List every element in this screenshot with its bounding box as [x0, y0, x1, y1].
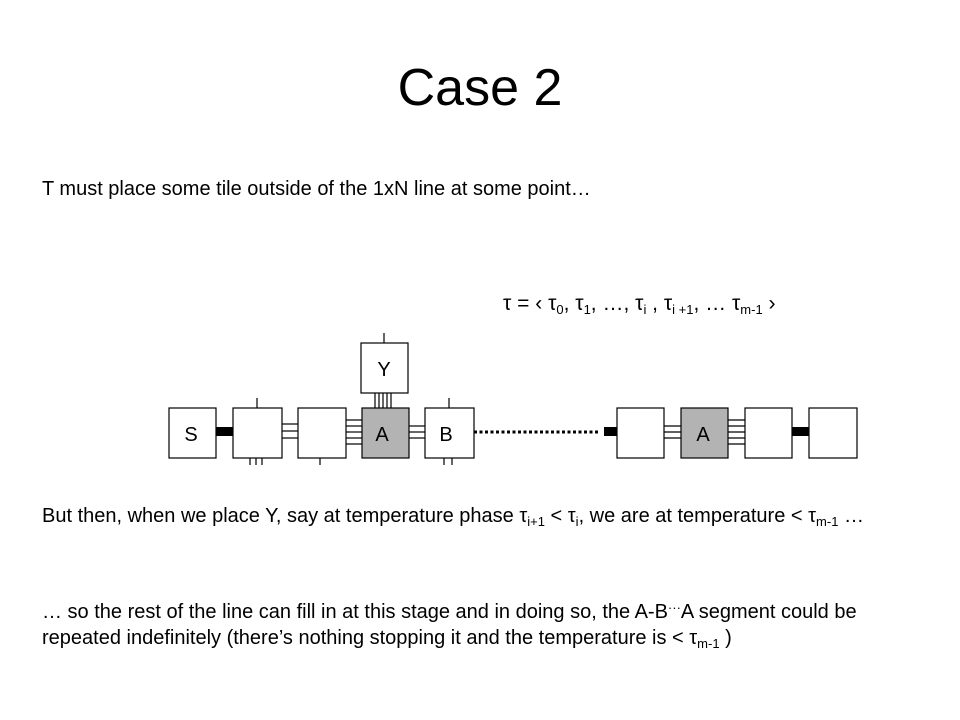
para2-tau3: τ [808, 505, 817, 527]
tile-y-label: Y [377, 359, 390, 381]
glue-right-a [664, 425, 681, 439]
formula-sep2: , …, [590, 292, 636, 315]
formula-t0-sub: 0 [556, 302, 564, 317]
formula-eq: = ‹ [511, 292, 549, 315]
tile-a2-shaded [680, 407, 729, 459]
formula-sep1: , [563, 292, 576, 315]
para2-text-d: … [838, 505, 864, 527]
para2-tau1-sub: i+1 [527, 514, 545, 529]
tile-s [168, 407, 217, 459]
glue-a-b [409, 425, 425, 439]
tile-b-label: B [439, 424, 452, 446]
strong-glue-s [216, 427, 233, 436]
strong-glue-mid [604, 427, 617, 436]
formula-tm-sub: m-1 [740, 302, 763, 317]
para2-text-a: But then, when we place Y, say at temper… [42, 505, 520, 527]
formula-ti-sub: i [643, 302, 647, 317]
formula-sep4: , … [693, 292, 732, 315]
formula-t1: τ [575, 292, 584, 315]
para3-tau-sub: m-1 [697, 636, 720, 651]
formula-tm: τ [731, 292, 741, 315]
tile-y [360, 342, 409, 394]
tile-s-label: S [184, 424, 197, 446]
para3-tau: τ [689, 627, 698, 649]
tile-a-shaded [361, 407, 410, 459]
formula-t0: τ [548, 292, 557, 315]
formula-ti1: τ [663, 292, 673, 315]
glue-3-a [346, 419, 362, 445]
tau-sequence-formula: τ = ‹ τ0, τ1, …, τi , τi +1, … τm-1 › [503, 290, 776, 318]
formula-ti: τ [635, 292, 644, 315]
strong-glue-end [792, 427, 809, 436]
b-tile-glues [443, 398, 453, 465]
tile-right-1 [616, 407, 665, 459]
para3-dots: ··· [667, 600, 681, 615]
formula-t1-sub: 1 [583, 302, 591, 317]
para2-text-c: , we are at temperature < [578, 505, 809, 527]
formula-close: › [762, 292, 776, 315]
para2-tau2: τ [567, 505, 576, 527]
tile-3 [297, 407, 347, 459]
para3-text-b: A segment could be repeated indefinitely… [42, 601, 857, 649]
tile2-glues [249, 398, 263, 465]
argument-paragraph: But then, when we place Y, say at temper… [42, 503, 922, 529]
tile-right-4 [808, 407, 858, 459]
para2-tau2-sub: i [575, 514, 579, 529]
formula-sep3: , [646, 292, 664, 315]
formula-lhs: τ [503, 292, 512, 315]
tile-right-3 [744, 407, 793, 459]
tile-a2-label: A [696, 424, 710, 446]
conclusion-paragraph: … so the rest of the line can fill in at… [42, 599, 922, 651]
para2-tau1: τ [519, 505, 528, 527]
y-tile-glues [374, 333, 392, 408]
para3-text-c: ) [719, 627, 732, 649]
glue-a-next [728, 419, 745, 445]
formula-ti1-sub: i +1 [672, 302, 694, 317]
tile-a-label: A [375, 424, 389, 446]
para3-text-a: … so the rest of the line can fill in at… [42, 601, 668, 623]
para2-text-b: < [544, 505, 568, 527]
glue-2-3 [282, 423, 298, 439]
statement-text: T must place some tile outside of the 1x… [42, 178, 591, 200]
tile-b [424, 407, 475, 459]
slide-title: Case 2 [397, 59, 563, 117]
para2-tau3-sub: m-1 [816, 514, 839, 529]
tile-2 [232, 407, 283, 459]
